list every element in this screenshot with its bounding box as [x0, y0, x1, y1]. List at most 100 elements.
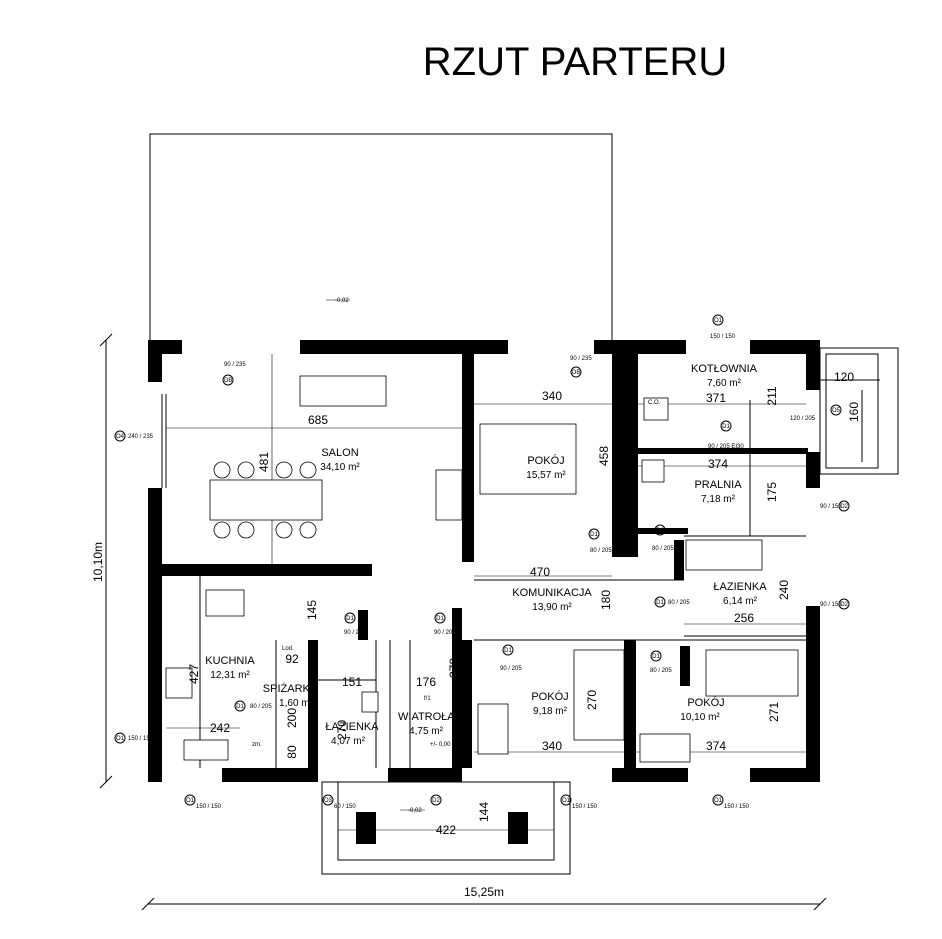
tag-o1-kitchen: O1: [116, 736, 125, 742]
dimension-lines: [99, 333, 827, 911]
room-area-pokoj1: 15,57 m²: [526, 470, 566, 481]
tag-o1-front: O1: [186, 798, 195, 804]
dim-kuchnia-width: 242: [210, 721, 230, 735]
dim-lazienka1-width: 256: [734, 611, 754, 625]
tag-d1-pokoj2: D1: [504, 648, 512, 654]
size-d1-hall: 90 / 205: [434, 630, 456, 636]
dim-vestibule-depth: 160: [847, 402, 861, 422]
size-o1-pokoj2: 150 / 150: [572, 804, 598, 810]
dim-pokoj1-depth: 458: [597, 446, 611, 466]
dim-porch-depth: 144: [477, 802, 491, 822]
size-ob-salon: 90 / 235: [224, 362, 246, 368]
room-area-spizarka: 1,60 m²: [279, 698, 314, 709]
dimension-texts: 15,25m 10,10m 685 481 340 458 371 211 12…: [91, 370, 861, 899]
chair: [237, 461, 255, 479]
label-stair-mark: f/1: [424, 696, 431, 702]
chair: [213, 521, 231, 539]
size-o1-kitchen: 150 / 150: [128, 736, 154, 742]
dim-kuchnia-wall: 145: [305, 600, 319, 620]
desk-3: [639, 733, 691, 763]
chair: [275, 461, 293, 479]
size-o1-pokoj3: 150 / 150: [724, 804, 750, 810]
dim-overall-width: 15,25m: [464, 885, 504, 899]
dim-pokoj3-width: 374: [706, 739, 726, 753]
desk-2: [477, 703, 509, 755]
size-d1-kitchen: 90 / 205: [344, 630, 366, 636]
room-area-pokoj3: 10,10 m²: [680, 712, 720, 723]
dim-kotlownia-depth: 211: [765, 386, 779, 405]
opening-sizes: 90 / 235 90 / 235 240 / 235 150 / 150 15…: [128, 334, 842, 810]
room-area-pokoj2: 9,18 m²: [533, 706, 568, 717]
tag-d1-bath: D1: [656, 600, 664, 606]
chair: [213, 461, 231, 479]
size-o4: 240 / 235: [128, 434, 154, 440]
sofa: [299, 375, 387, 407]
tag-d1-kitchen: D1: [346, 616, 354, 622]
room-name-lazienka2: ŁAZIENKA: [325, 721, 379, 733]
bathtub: [685, 539, 763, 571]
dim-pralnia-depth: 175: [765, 482, 779, 502]
bed-single-3: [705, 649, 799, 697]
tag-o5: O5: [832, 408, 841, 414]
chair: [299, 461, 317, 479]
tag-ob-pokoj: OB: [572, 370, 581, 376]
room-area-komunikacja: 13,90 m²: [532, 602, 572, 613]
size-o3: 60 / 150: [334, 804, 356, 810]
tag-d1-laundry: D1: [656, 528, 664, 534]
tag-d1-pantry: D1: [236, 704, 244, 710]
tag-o3: O3: [324, 798, 333, 804]
dim-pokoj3-depth: 271: [767, 702, 781, 722]
size-d1-boiler: 90 / 205 EI30: [708, 444, 744, 450]
tag-o1-boiler: O1: [714, 318, 723, 324]
label-entrance-level: +/- 0,00: [430, 742, 451, 748]
terrace-level: -0,02: [335, 298, 349, 304]
dim-spizarka-depth: 200: [285, 708, 299, 728]
toilet: [361, 691, 379, 713]
misc-labels: C.O. Lod. zm. f/1 +/- 0,00: [252, 400, 661, 748]
room-area-salon: 34,10 m²: [320, 462, 360, 473]
size-d1-pokoj2: 90 / 205: [500, 666, 522, 672]
room-name-kotlownia: KOTŁOWNIA: [691, 363, 758, 375]
size-d1-pokoj1: 80 / 205: [590, 548, 612, 554]
dining-table: [209, 479, 323, 521]
boiler: [643, 397, 669, 421]
dim-pokoj1-width: 340: [542, 389, 562, 403]
tag-ob-salon: OB: [224, 378, 233, 384]
dim-lazienka2-depth: 270: [335, 720, 349, 740]
room-area-kuchnia: 12,31 m²: [210, 670, 250, 681]
room-name-komunikacja: KOMUNIKACJA: [512, 587, 592, 599]
opening-tags: OB OB O4 O1 O1 O2 O2 O1 O3 O1 O1 O5 D1 D…: [114, 314, 850, 806]
room-area-lazienka2: 4,07 m²: [331, 736, 366, 747]
room-area-pralnia: 7,18 m²: [701, 494, 736, 505]
label-fridge: Lod.: [282, 646, 294, 652]
size-o2-bath: 90 / 150: [820, 602, 842, 608]
dim-komunikacja-depth: 180: [599, 590, 613, 610]
chair: [237, 521, 255, 539]
dim-salon-width: 685: [308, 413, 328, 427]
size-o1-front: 150 / 150: [196, 804, 222, 810]
room-labels: SALON 34,10 m² POKÓJ 15,57 m² KOTŁOWNIA …: [205, 363, 767, 747]
furniture: [165, 375, 799, 763]
room-name-kuchnia: KUCHNIA: [205, 655, 255, 667]
kitchen-table: [205, 589, 245, 617]
room-name-pokoj3: POKÓJ: [687, 696, 724, 709]
dim-vestibule-width: 120: [834, 370, 854, 384]
chair: [299, 521, 317, 539]
room-name-pokoj2: POKÓJ: [531, 690, 568, 703]
fireplace: [435, 469, 463, 521]
tag-o2-bath: O2: [840, 602, 849, 608]
tag-o4: O4: [116, 434, 125, 440]
side-vestibule: [806, 347, 899, 475]
size-d1-laundry: 80 / 205: [652, 546, 674, 552]
room-name-pralnia: PRALNIA: [694, 479, 742, 491]
kitchen-sink: [183, 739, 229, 761]
terrace: -0,02: [149, 133, 613, 342]
size-d1-pokoj3: 80 / 205: [650, 668, 672, 674]
dim-porch-width: 422: [436, 823, 456, 837]
dim-wiatrolap-depth: 270: [447, 658, 461, 678]
bed-single-2: [573, 649, 625, 741]
size-ob-pokoj: 90 / 235: [570, 356, 592, 362]
plan-title: RZUT PARTERU: [423, 40, 727, 84]
room-area-kotlownia: 7,60 m²: [707, 378, 742, 389]
